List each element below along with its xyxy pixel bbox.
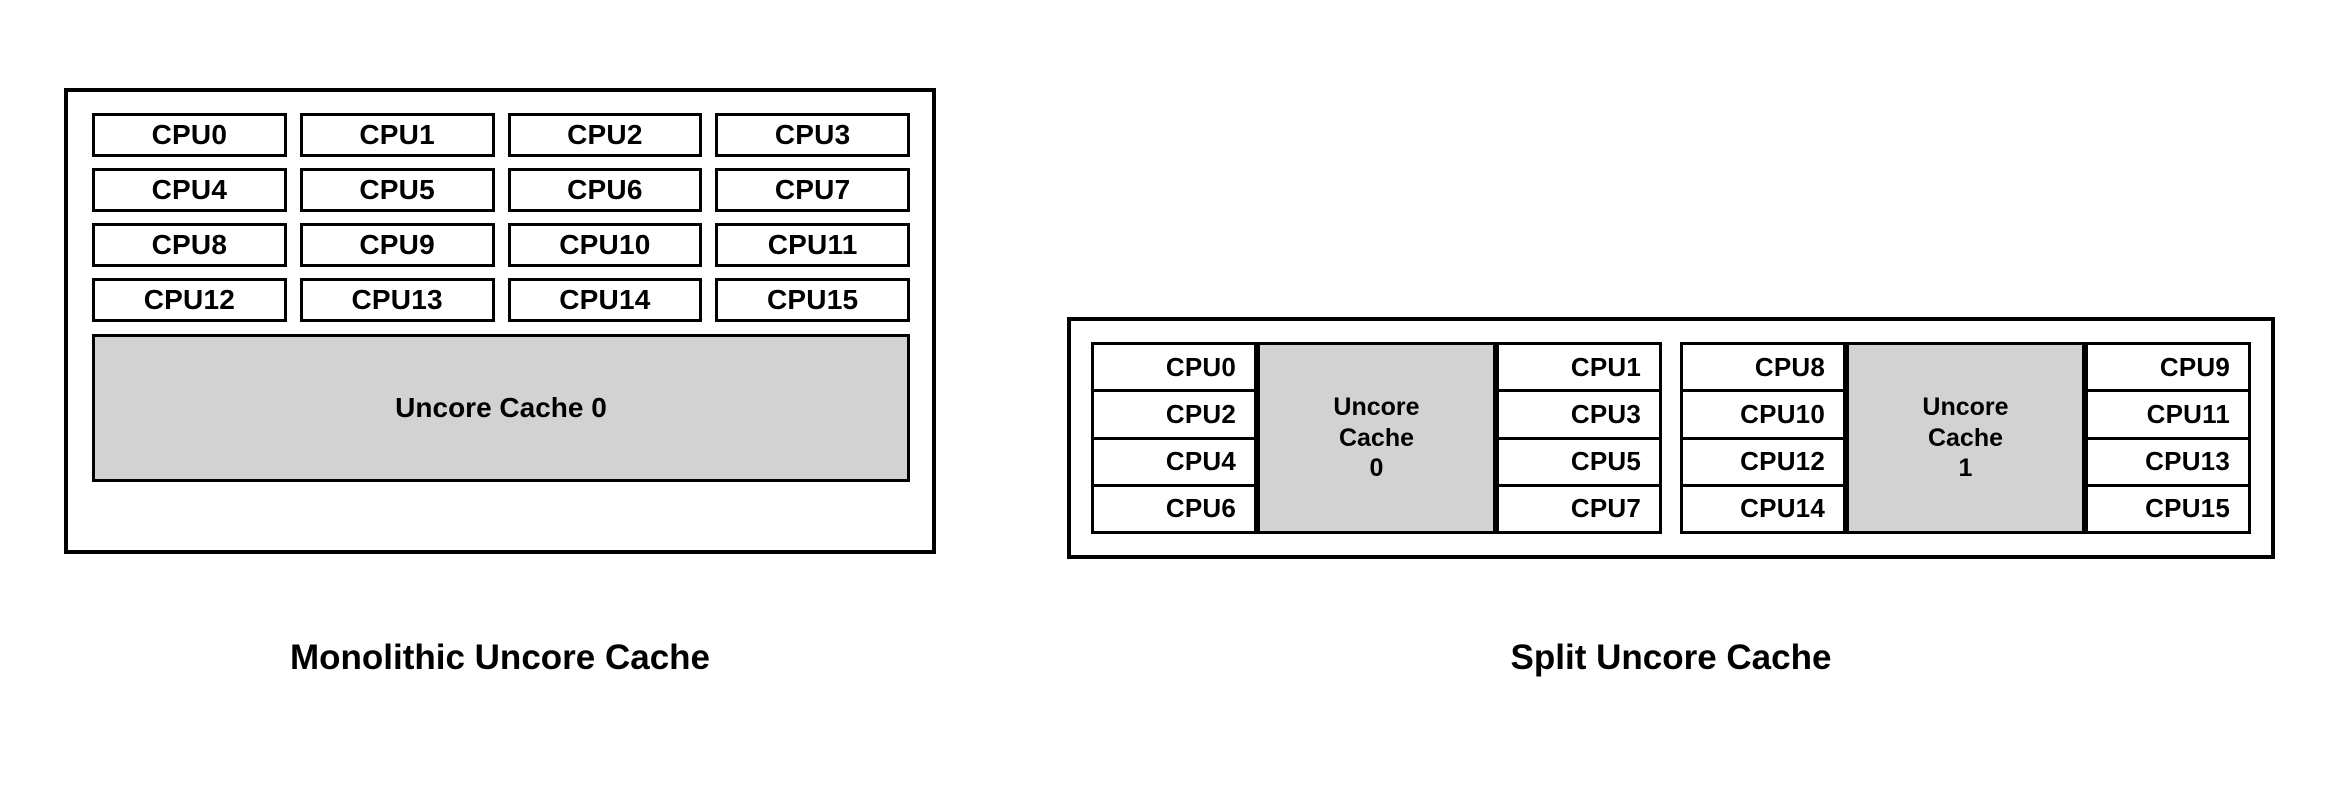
monolithic-caption: Monolithic Uncore Cache xyxy=(289,638,711,677)
cpu-box-1: CPU1 xyxy=(299,113,495,157)
split-cluster-0-left-column: CPU0 CPU2 CPU4 CPU6 xyxy=(1091,342,1257,534)
cpu-box-12: CPU12 xyxy=(92,278,287,322)
cpu-box-15: CPU15 xyxy=(715,278,910,322)
uncore-cache-0-line-3: 0 xyxy=(1369,454,1384,483)
monolithic-cpu-grid: CPU0 CPU1 CPU2 CPU3 CPU4 CPU5 CPU6 CPU7 … xyxy=(92,113,910,322)
cpu-box-9: CPU9 xyxy=(299,223,495,267)
uncore-cache-1-line-1: Uncore xyxy=(1922,393,2009,422)
uncore-cache-1-line-2: Cache xyxy=(1927,423,2004,452)
cpu-box-10: CPU10 xyxy=(1680,389,1846,440)
cpu-box-7: CPU7 xyxy=(1496,483,1662,534)
cpu-box-12: CPU12 xyxy=(1680,436,1846,487)
cpu-box-7: CPU7 xyxy=(715,168,910,212)
cpu-box-9: CPU9 xyxy=(2085,342,2251,393)
monolithic-socket-boundary: CPU0 CPU1 CPU2 CPU3 CPU4 CPU5 CPU6 CPU7 … xyxy=(64,88,936,554)
uncore-cache-box-0: Uncore Cache 0 xyxy=(1257,342,1496,534)
uncore-cache-box-1: Uncore Cache 1 xyxy=(1846,342,2085,534)
cpu-box-3: CPU3 xyxy=(715,113,910,157)
cpu-box-13: CPU13 xyxy=(2085,436,2251,487)
cpu-box-5: CPU5 xyxy=(299,168,495,212)
cpu-box-4: CPU4 xyxy=(92,168,287,212)
uncore-cache-1-line-3: 1 xyxy=(1958,454,1973,483)
cpu-box-4: CPU4 xyxy=(1091,436,1257,487)
cpu-box-2: CPU2 xyxy=(507,113,703,157)
uncore-cache-box-0: Uncore Cache 0 xyxy=(92,334,910,482)
cpu-box-14: CPU14 xyxy=(507,278,703,322)
cpu-box-14: CPU14 xyxy=(1680,483,1846,534)
split-cluster-0-right-column: CPU1 CPU3 CPU5 CPU7 xyxy=(1496,342,1662,534)
cpu-box-8: CPU8 xyxy=(1680,342,1846,393)
split-cluster-1: CPU8 CPU10 CPU12 CPU14 Uncore Cache 1 CP… xyxy=(1680,342,2251,534)
cpu-box-5: CPU5 xyxy=(1496,436,1662,487)
split-cluster-0: CPU0 CPU2 CPU4 CPU6 Uncore Cache 0 CPU1 … xyxy=(1091,342,1662,534)
cpu-box-0: CPU0 xyxy=(1091,342,1257,393)
split-uncore-cache-figure: CPU0 CPU2 CPU4 CPU6 Uncore Cache 0 CPU1 … xyxy=(1067,317,2275,559)
split-cluster-1-left-column: CPU8 CPU10 CPU12 CPU14 xyxy=(1680,342,1846,534)
cpu-box-11: CPU11 xyxy=(715,223,910,267)
cpu-box-10: CPU10 xyxy=(507,223,703,267)
cpu-box-11: CPU11 xyxy=(2085,389,2251,440)
split-cluster-1-right-column: CPU9 CPU11 CPU13 CPU15 xyxy=(2085,342,2251,534)
monolithic-uncore-cache-figure: CPU0 CPU1 CPU2 CPU3 CPU4 CPU5 CPU6 CPU7 … xyxy=(64,88,936,554)
cpu-box-1: CPU1 xyxy=(1496,342,1662,393)
cpu-box-2: CPU2 xyxy=(1091,389,1257,440)
cpu-box-6: CPU6 xyxy=(507,168,703,212)
uncore-cache-0-line-2: Cache xyxy=(1338,423,1415,452)
cpu-box-13: CPU13 xyxy=(299,278,495,322)
cpu-box-3: CPU3 xyxy=(1496,389,1662,440)
cpu-box-15: CPU15 xyxy=(2085,483,2251,534)
uncore-cache-0-line-1: Uncore xyxy=(1333,393,1420,422)
split-socket-boundary: CPU0 CPU2 CPU4 CPU6 Uncore Cache 0 CPU1 … xyxy=(1067,317,2275,559)
cpu-box-0: CPU0 xyxy=(92,113,287,157)
cpu-box-6: CPU6 xyxy=(1091,483,1257,534)
split-caption: Split Uncore Cache xyxy=(1510,638,1832,677)
cpu-box-8: CPU8 xyxy=(92,223,287,267)
